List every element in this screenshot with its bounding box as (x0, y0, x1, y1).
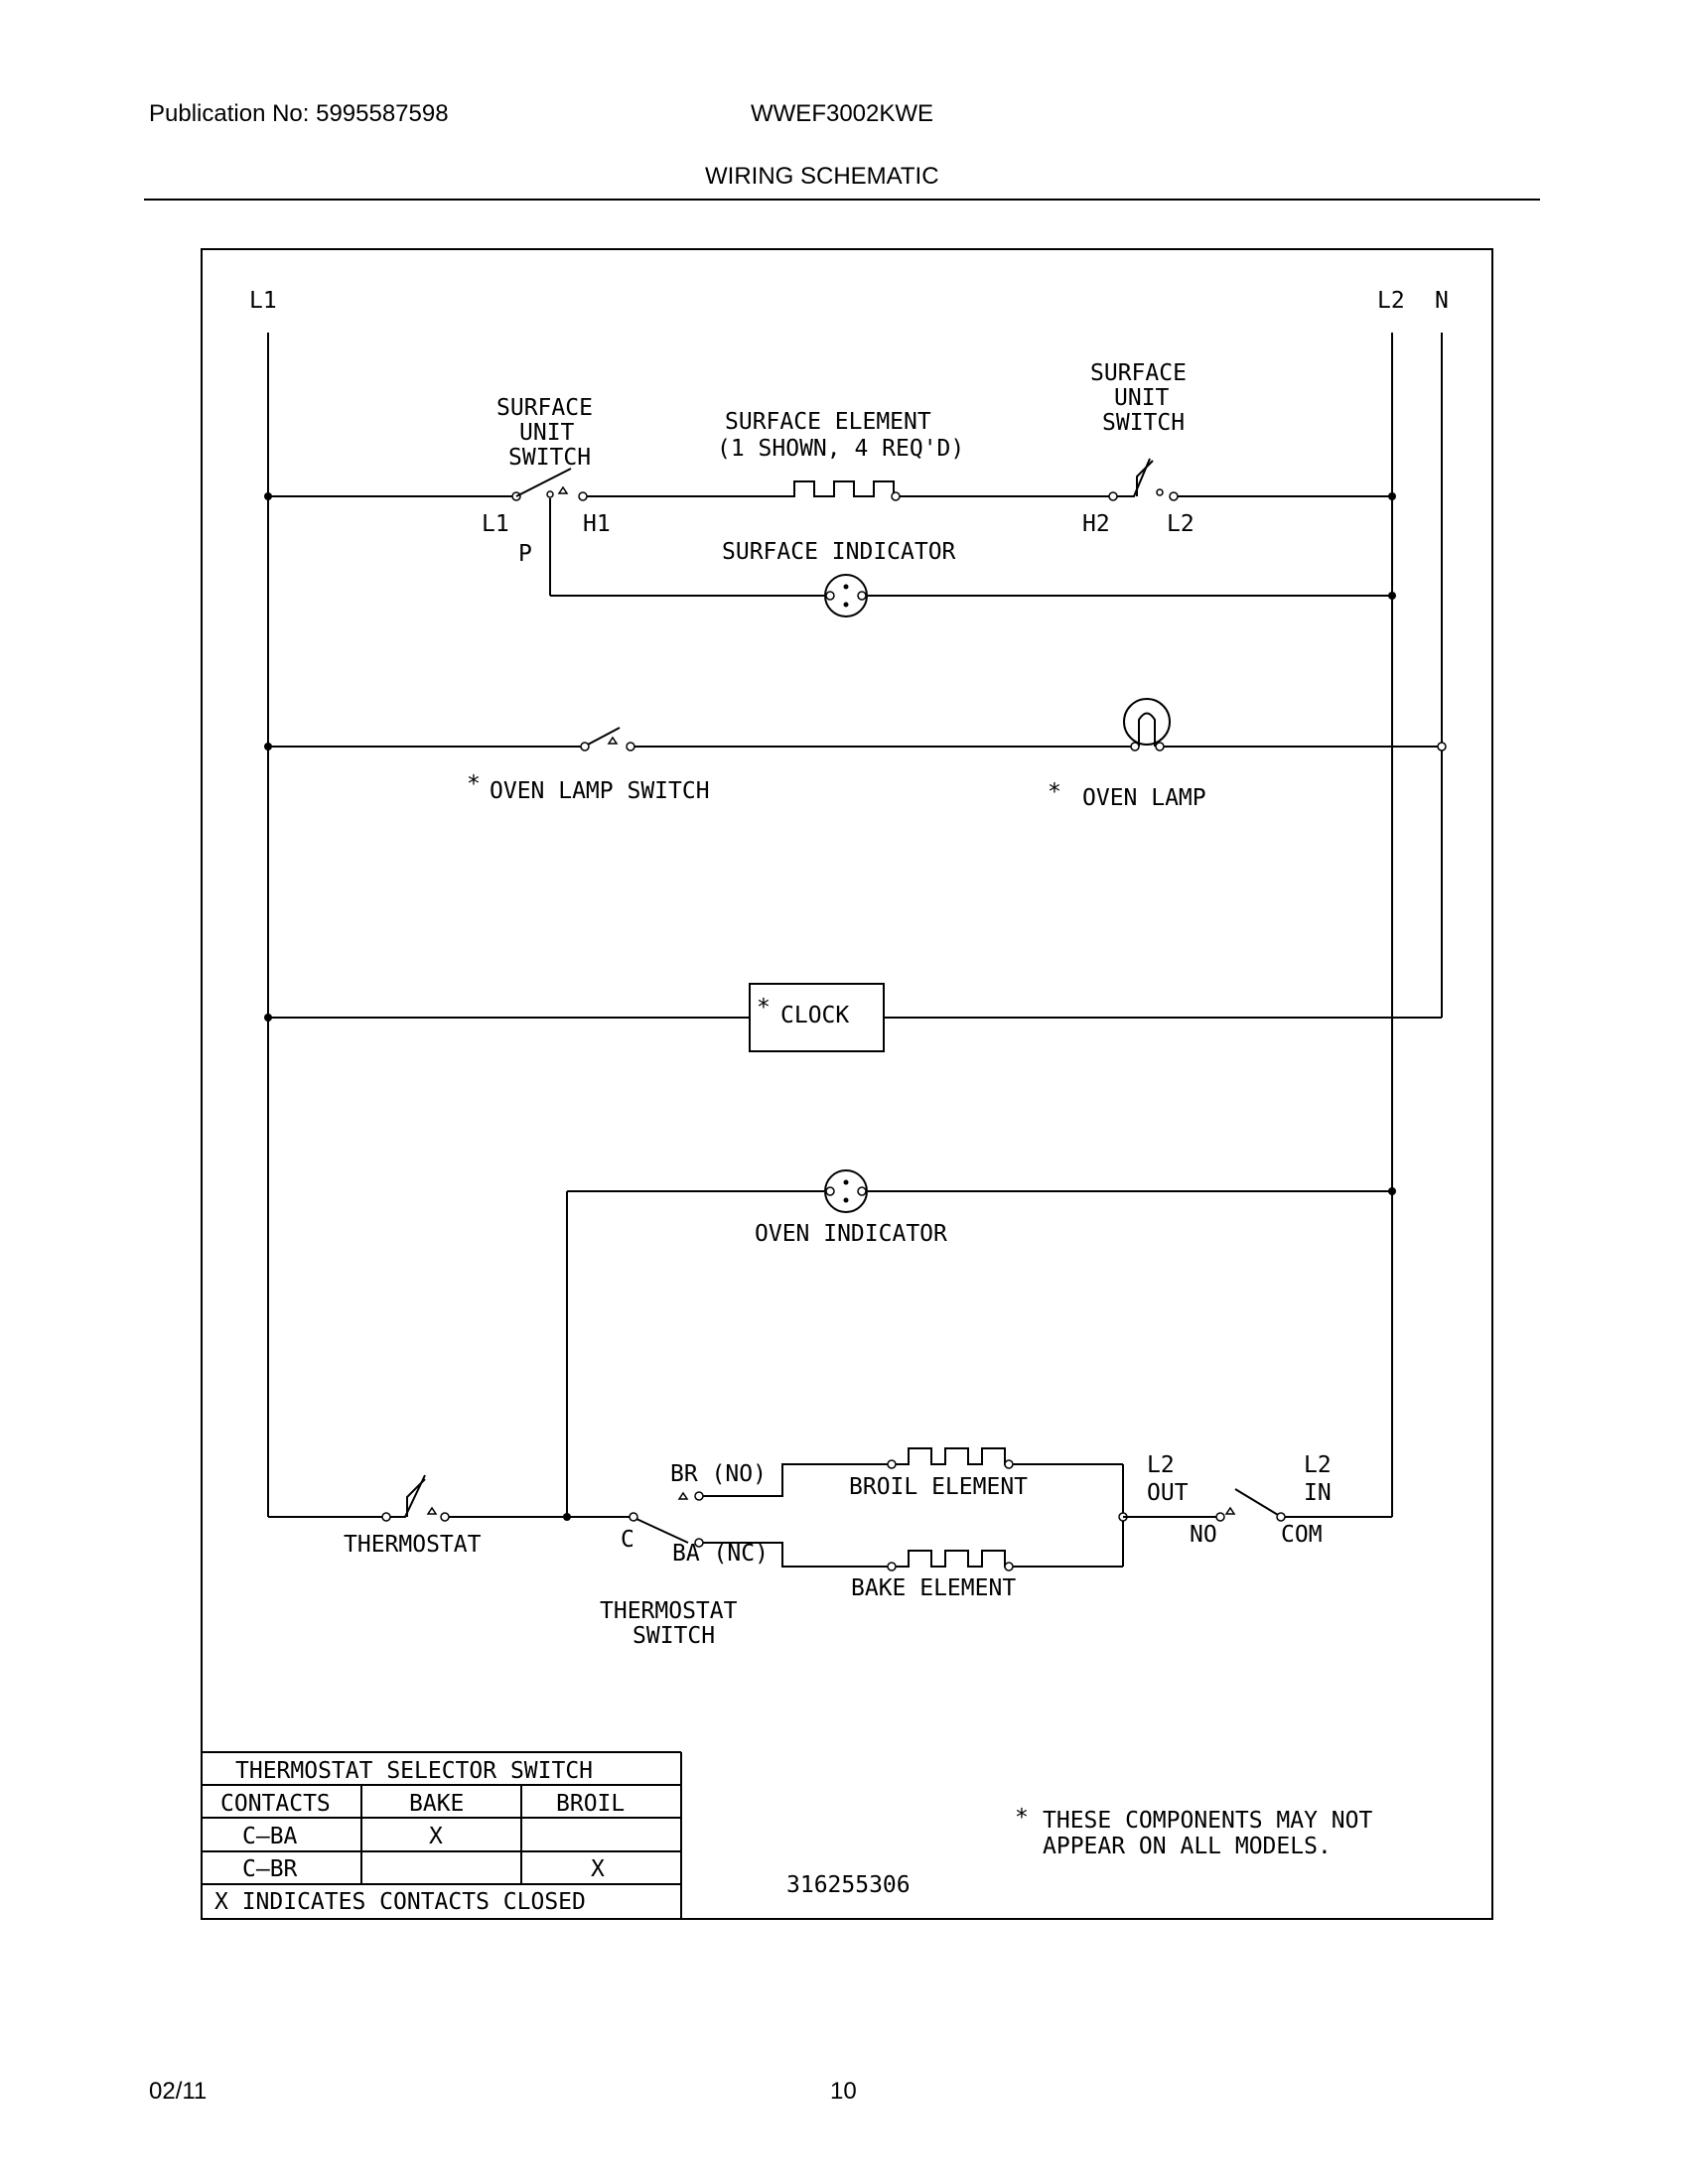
clock-asterisk: * (757, 995, 771, 1021)
selector-table-header-broil: BROIL (556, 1791, 625, 1817)
note-line-2: APPEAR ON ALL MODELS. (1043, 1834, 1332, 1859)
surface-element-subtitle: (1 SHOWN, 4 REQ'D) (717, 436, 964, 462)
door-switch-l2-in-1: L2 (1304, 1452, 1332, 1478)
thermostat-switch-title-2: SWITCH (633, 1623, 715, 1649)
selector-table-footer: X INDICATES CONTACTS CLOSED (214, 1889, 586, 1915)
clock-label: CLOCK (780, 1003, 849, 1028)
selector-table-row-1-bake: X (429, 1824, 443, 1849)
bake-element-label: BAKE ELEMENT (851, 1575, 1016, 1601)
selector-table-header-bake: BAKE (409, 1791, 464, 1817)
surface-switch-left-title-1: SURFACE (496, 395, 593, 421)
l1-bus-label: L1 (249, 288, 277, 314)
surface-switch-p-terminal: P (518, 541, 532, 567)
oven-lamp-bulb (1123, 698, 1171, 746)
surface-element-title: SURFACE ELEMENT (725, 409, 931, 435)
surface-switch-h2-terminal: H2 (1082, 511, 1110, 537)
selector-table-row-2-contacts: C—BR (242, 1856, 298, 1882)
surface-switch-h1-terminal: H1 (583, 511, 611, 537)
oven-lamp-switch-blade (587, 727, 621, 746)
model-number: WWEF3002KWE (751, 100, 934, 127)
surface-switch-l2-terminal: L2 (1167, 511, 1195, 537)
surface-element-coil (776, 480, 909, 497)
thermostat-switch-title-1: THERMOSTAT (600, 1598, 738, 1624)
oven-indicator-circuit (566, 1169, 1396, 1517)
clock-circuit (264, 983, 1442, 1052)
oven-indicator-label: OVEN INDICATOR (755, 1221, 947, 1247)
surface-switch-l1-terminal: L1 (482, 511, 509, 537)
broil-element-label: BROIL ELEMENT (849, 1474, 1028, 1500)
surface-indicator-circuit (550, 574, 1396, 617)
thermostat-label: THERMOSTAT (344, 1532, 482, 1558)
l2-bus-label: L2 (1377, 288, 1405, 314)
thermostat-switch-ba-terminal: BA (NC) (672, 1541, 769, 1567)
oven-lamp-label: OVEN LAMP (1082, 785, 1206, 811)
surface-switch-left-title-2: UNIT (519, 420, 575, 446)
part-number: 316255306 (786, 1872, 911, 1898)
selector-table-header-contacts: CONTACTS (220, 1791, 331, 1817)
broil-element-coil (896, 1447, 1021, 1465)
surface-switch-left-title-3: SWITCH (508, 445, 591, 471)
thermostat-switch-br-terminal: BR (NO) (670, 1461, 767, 1487)
surface-switch-right-title-3: SWITCH (1102, 410, 1185, 436)
surface-indicator-lamp (824, 574, 868, 617)
surface-switch-right-title-2: UNIT (1114, 385, 1170, 411)
note-line-1: THESE COMPONENTS MAY NOT (1043, 1808, 1372, 1834)
oven-lamp-switch-asterisk: * (467, 771, 481, 797)
oven-indicator-lamp (824, 1169, 868, 1213)
door-switch-l2-out-2: OUT (1147, 1480, 1189, 1506)
publication-number: Publication No: 5995587598 (149, 100, 449, 127)
schematic-frame (201, 248, 1493, 1920)
selector-table (202, 1751, 682, 1919)
n-bus-label: N (1435, 288, 1449, 314)
footer-date: 02/11 (149, 2078, 208, 2105)
selector-table-row-1-contacts: C—BA (242, 1824, 298, 1849)
surface-switch-left-blade (515, 468, 572, 497)
door-switch-l2-in-2: IN (1304, 1480, 1332, 1506)
oven-lamp-switch-label: OVEN LAMP SWITCH (490, 778, 710, 804)
thermostat-switch-blade (635, 1518, 689, 1544)
page-title: WIRING SCHEMATIC (705, 163, 939, 190)
surface-switch-right-blade (1117, 458, 1151, 497)
surface-switch-right-title-1: SURFACE (1090, 360, 1187, 386)
thermostat-blade (390, 1474, 426, 1518)
door-switch-l2-out-1: L2 (1147, 1452, 1175, 1478)
note-asterisk: * (1015, 1805, 1029, 1831)
door-switch-com-terminal: COM (1281, 1522, 1323, 1548)
oven-lamp-asterisk: * (1048, 779, 1061, 805)
selector-table-title: THERMOSTAT SELECTOR SWITCH (235, 1758, 593, 1784)
door-switch-blade (1234, 1488, 1279, 1516)
oven-circuit (268, 1447, 1392, 1571)
oven-lamp-circuit (264, 698, 1447, 751)
surface-circuit (264, 458, 1396, 596)
header-rule (144, 199, 1540, 201)
thermostat-switch-c-terminal: C (621, 1527, 634, 1553)
selector-table-row-2-broil: X (591, 1856, 605, 1882)
bake-element-coil (896, 1550, 1021, 1568)
surface-indicator-label: SURFACE INDICATOR (722, 539, 956, 565)
door-switch-no-terminal: NO (1190, 1522, 1217, 1548)
page-number: 10 (830, 2078, 857, 2105)
